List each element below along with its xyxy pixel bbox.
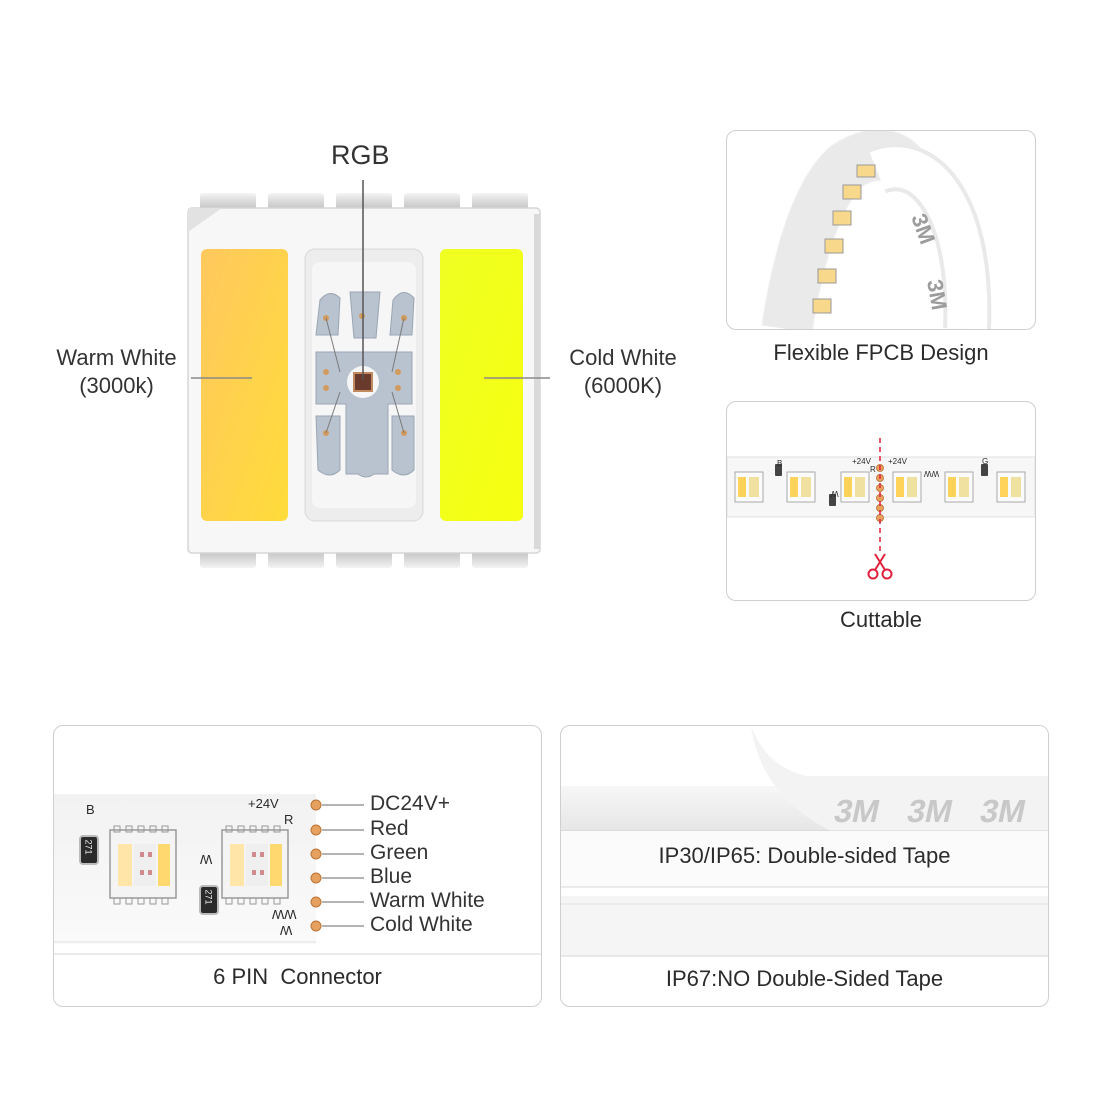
- tape-image: 3M 3M 3M: [561, 726, 1048, 957]
- cold-white-label: Cold White (6000K): [558, 344, 688, 399]
- resistor-2-code: 271: [203, 889, 214, 905]
- cold-white-temp: (6000K): [583, 372, 663, 398]
- warm-white-label: Warm White (3000k): [44, 344, 189, 399]
- strip-led-row: [812, 164, 876, 314]
- cut-mark-24v-right: +24V: [888, 457, 907, 466]
- tape-panel: 3M 3M 3M IP30/IP65: Double-sided Tape IP…: [560, 725, 1049, 1007]
- cuttable-caption: Cuttable: [840, 607, 922, 632]
- svg-text:3M: 3M: [904, 793, 956, 829]
- cut-mark-b: B: [777, 459, 783, 468]
- svg-text:3M: 3M: [922, 278, 952, 312]
- rgb-pads: [315, 291, 415, 478]
- pin-label-blue: Blue: [370, 865, 413, 888]
- svg-text:3M: 3M: [977, 793, 1029, 829]
- cuttable-strip-image: [727, 438, 1035, 580]
- silk-w: W: [200, 852, 213, 867]
- svg-text:3M: 3M: [831, 793, 883, 829]
- pin-label-red: Red: [370, 817, 409, 840]
- silk-ww: WW: [272, 907, 297, 922]
- warm-white-temp: (3000k): [79, 372, 154, 398]
- cut-mark-24v-left: +24V: [852, 457, 871, 466]
- flexible-fpcb-panel: 3M 3M: [726, 130, 1036, 330]
- resistor-1-code: 271: [83, 839, 94, 855]
- cold-white-die: [440, 249, 523, 521]
- silk-w2: W: [280, 923, 293, 938]
- silk-24v: +24V: [248, 796, 279, 811]
- scissors-icon: [867, 553, 893, 580]
- resistor-1: [79, 835, 99, 865]
- cold-white-name: Cold White: [569, 345, 677, 370]
- pin-label-cold-white: Cold White: [370, 913, 473, 936]
- connector-caption: 6 PIN Connector: [213, 964, 382, 989]
- chip-legs-bottom: [200, 550, 528, 568]
- connector-pads: [310, 799, 322, 932]
- connector-panel: B +24V R W WW W 271 271 DC24V+ Red Green…: [53, 725, 542, 1007]
- led-chip-diagram: [187, 180, 550, 568]
- pin-label-warm-white: Warm White: [370, 889, 485, 912]
- connector-strip-image: [54, 794, 541, 955]
- chip-legs-top: [200, 193, 528, 211]
- pin-label-dc24v: DC24V+: [370, 792, 450, 815]
- cuttable-panel: B W +24V R +24V WW G: [726, 401, 1036, 601]
- flexible-caption: Flexible FPCB Design: [773, 340, 989, 365]
- tape-caption-top: IP30/IP65: Double-sided Tape: [658, 843, 951, 868]
- warm-white-name: Warm White: [56, 345, 177, 370]
- cut-mark-g: G: [982, 457, 989, 466]
- pin-label-green: Green: [370, 841, 429, 864]
- resistor-2: [199, 885, 219, 915]
- cut-mark-w: W: [831, 489, 839, 498]
- silk-r: R: [284, 812, 294, 827]
- cut-mark-ww: WW: [924, 469, 940, 478]
- silk-b: B: [86, 802, 95, 817]
- tape-caption-bottom: IP67:NO Double-Sided Tape: [665, 966, 944, 991]
- warm-white-die: [201, 249, 288, 521]
- flexible-strip-image: 3M 3M: [761, 131, 992, 329]
- cut-mark-r: R: [870, 465, 876, 474]
- rgb-label: RGB: [331, 140, 390, 170]
